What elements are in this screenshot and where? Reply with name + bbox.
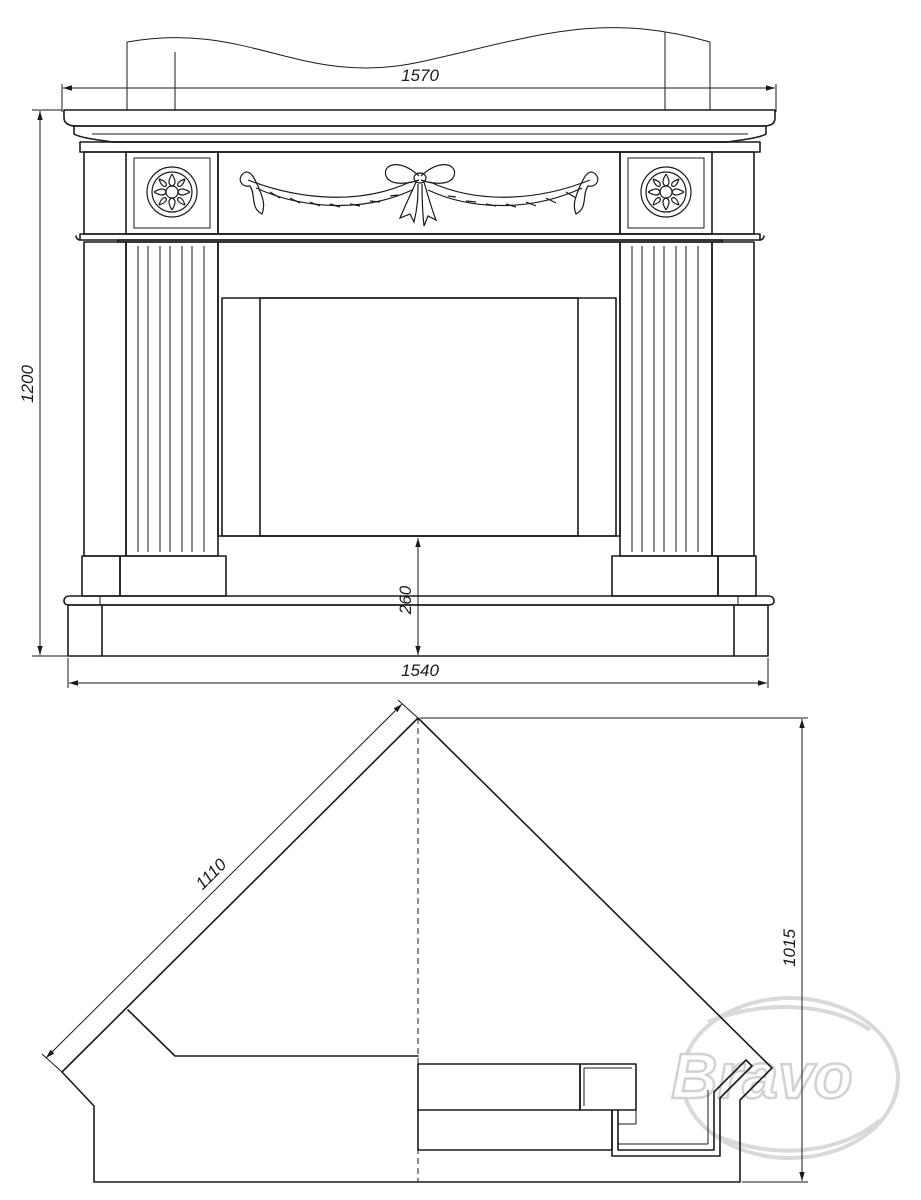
column-left [125,241,219,557]
dimension-side-length: 1110 [41,699,419,1073]
frieze [83,151,755,235]
capital-band [75,233,765,243]
pilaster-outer-left [83,241,127,557]
column-bases [81,555,757,597]
pilaster-outer-right [711,241,755,557]
dimension-bottom-width: 1540 [67,658,769,688]
dimension-height: 1200 [18,109,68,657]
dimension-label-height: 1200 [18,365,37,403]
mantel-shelf [63,109,776,153]
column-right [619,241,713,557]
plan-view: 1110 1015 [41,699,808,1183]
dimension-label-opening-height: 260 [396,585,415,615]
hearth-plinth [63,595,775,657]
brand-watermark-text: Bravo [671,1040,852,1112]
plan-outline [61,717,773,1183]
firebox-opening [217,241,621,537]
wall-outline [126,27,711,69]
front-elevation: 1570 1200 260 1540 [18,27,777,688]
dimension-label-bottom-width: 1540 [401,661,439,680]
dimension-label-top-width: 1570 [401,66,439,85]
dimension-depth: 1015 [420,717,808,1183]
dimension-opening-height: 260 [396,538,421,655]
dimension-label-depth: 1015 [780,929,799,967]
brand-watermark: Bravo [670,996,900,1160]
rosette-left [146,166,198,218]
garland-ornament [239,164,599,227]
rosette-right [640,166,692,218]
dimension-top-width: 1570 [61,66,777,112]
dimension-label-side-length: 1110 [192,855,231,894]
